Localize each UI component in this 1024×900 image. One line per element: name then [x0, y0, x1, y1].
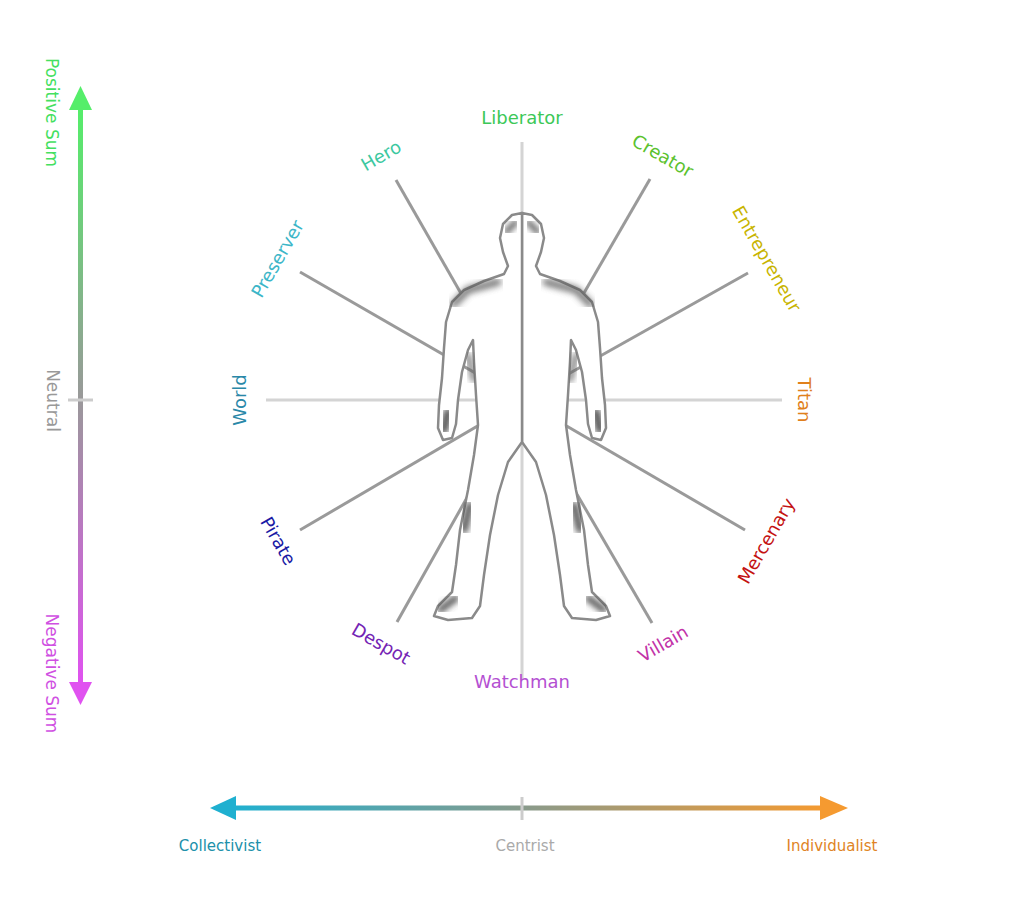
archetype-label: Watchman: [474, 673, 570, 691]
archetype-label: Titan: [795, 378, 813, 423]
archetype-label: Villain: [635, 623, 691, 666]
archetype-label: Hero: [358, 137, 404, 174]
archetype-label: Despot: [349, 620, 413, 667]
archetype-label: Creator: [629, 131, 696, 180]
archetype-label: World: [231, 374, 249, 426]
archetype-label: Pirate: [257, 514, 299, 568]
axis-label: Individualist: [787, 839, 878, 854]
archetype-label: Liberator: [481, 109, 562, 127]
collectivism-axis: [210, 796, 848, 820]
axis-label: Collectivist: [179, 839, 261, 854]
sum-axis: [68, 86, 93, 705]
archetype-label: Mercenary: [735, 495, 798, 586]
archetype-label: Preserver: [249, 217, 307, 300]
human-figure: [434, 213, 610, 620]
axis-label: Positive Sum: [44, 57, 61, 166]
axis-label: Neutral: [44, 369, 61, 432]
archetype-label: Entrepreneur: [729, 203, 804, 315]
axis-label: Negative Sum: [44, 613, 61, 733]
spokes: [266, 142, 782, 680]
axis-label: Centrist: [495, 839, 554, 854]
